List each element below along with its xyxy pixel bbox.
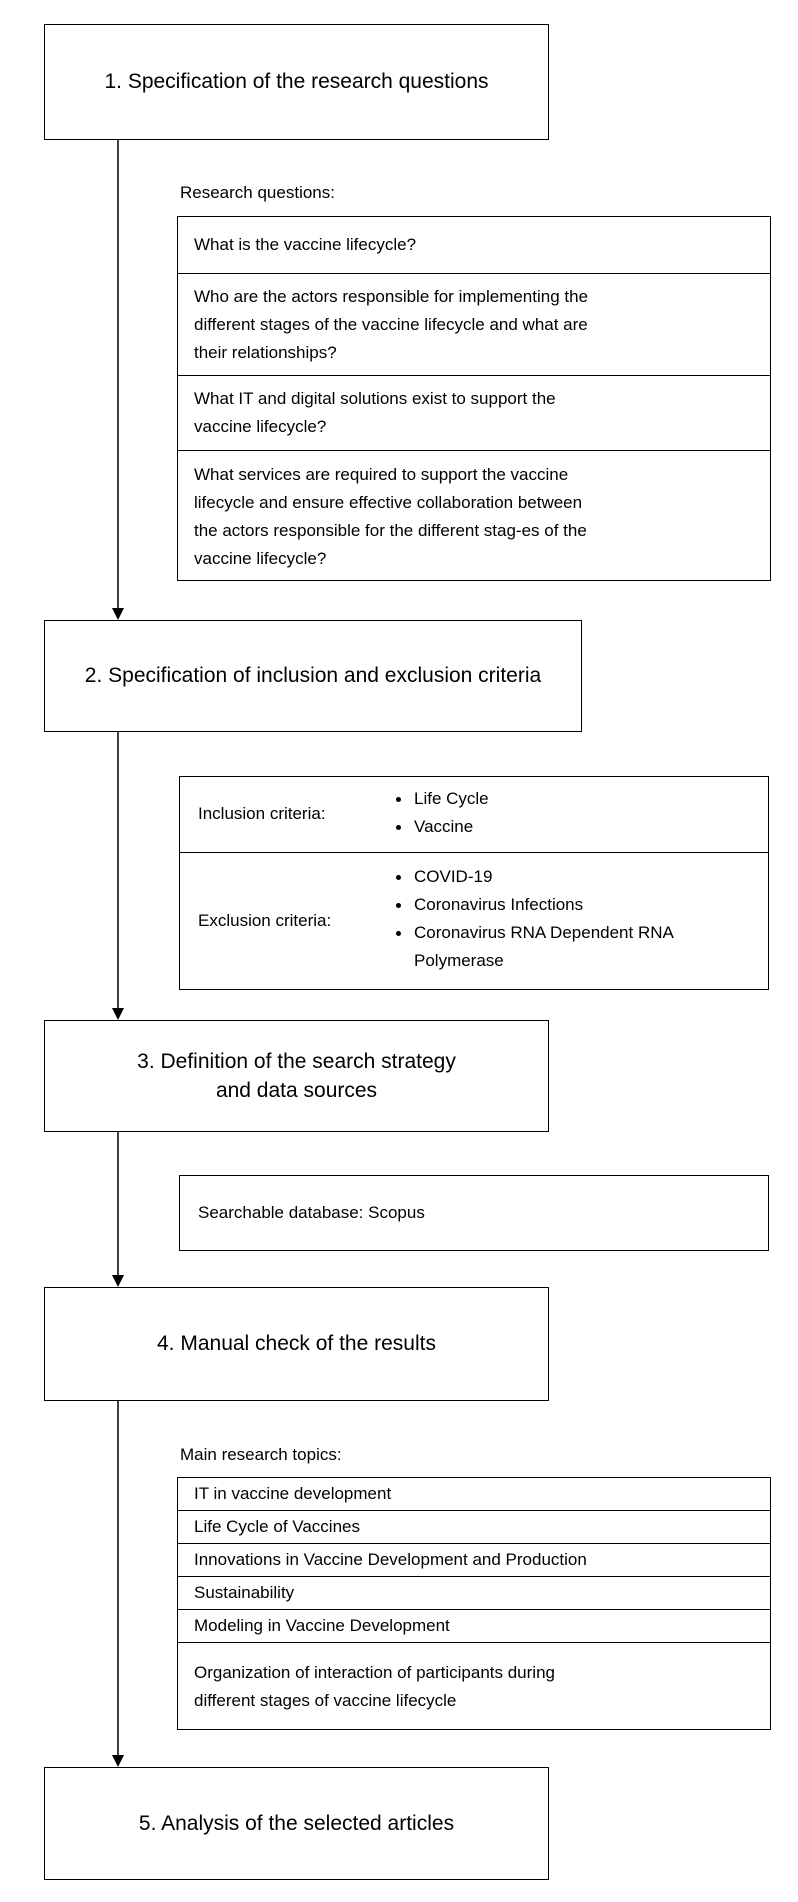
research-question-row-text-line: the actors responsible for the different… bbox=[194, 520, 587, 540]
research-question-row-text-line: What services are required to support th… bbox=[194, 464, 569, 484]
step-4-label: 4. Manual check of the results bbox=[157, 1332, 436, 1356]
step-4-box: 4. Manual check of the results bbox=[44, 1287, 549, 1401]
research-questions-table: What is the vaccine lifecycle? Who are th… bbox=[177, 216, 771, 581]
database-text: Searchable database: Scopus bbox=[198, 1203, 425, 1222]
research-question-row-text-line: What is the vaccine lifecycle? bbox=[194, 235, 417, 254]
research-question-row-text-line: their relationships? bbox=[194, 342, 337, 362]
criteria-item: Vaccine bbox=[392, 813, 489, 841]
criteria-item: Coronavirus Infections bbox=[392, 891, 674, 919]
step-3-label-line-1: 3. Definition of the search strategy bbox=[137, 1049, 456, 1073]
research-topic-row: Life Cycle of Vaccines bbox=[178, 1511, 770, 1544]
research-question-row-text-line: What IT and digital solutions exist to s… bbox=[194, 389, 556, 408]
inclusion-criteria-label: Inclusion criteria: bbox=[198, 804, 326, 823]
research-topic-row-text-line: Sustainability bbox=[194, 1583, 295, 1602]
criteria-item: Life Cycle bbox=[392, 785, 489, 813]
research-topic-row-text-line: Modeling in Vaccine Development bbox=[194, 1616, 450, 1635]
step-1-box: 1. Specification of the research questio… bbox=[44, 24, 549, 140]
research-question-row-text-line: different stages of the vaccine lifecycl… bbox=[194, 314, 588, 334]
database-box: Searchable database: Scopus bbox=[179, 1175, 769, 1251]
research-topic-row-text-line: Organization of interaction of participa… bbox=[194, 1663, 555, 1682]
research-topic-row-text-line: different stages of vaccine lifecycle bbox=[194, 1691, 457, 1710]
research-topic-row: Sustainability bbox=[178, 1577, 770, 1610]
criteria-item: COVID-19 bbox=[392, 863, 674, 891]
research-topic-row: Modeling in Vaccine Development bbox=[178, 1610, 770, 1643]
research-question-row-text-line: vaccine lifecycle? bbox=[194, 417, 327, 436]
step-3-label-line-2: and data sources bbox=[215, 1079, 378, 1102]
research-topic-row: Organization of interaction of participa… bbox=[178, 1643, 770, 1731]
research-topic-row-text-line: Innovations in Vaccine Development and P… bbox=[194, 1550, 587, 1569]
research-topic-row-text-line: IT in vaccine development bbox=[194, 1484, 392, 1503]
step-2-label: 2. Specification of inclusion and exclus… bbox=[84, 664, 542, 688]
research-question-row: What services are required to support th… bbox=[178, 451, 770, 582]
research-question-row: Who are the actors responsible for imple… bbox=[178, 274, 770, 376]
research-question-row-text-line: vaccine lifecycle? bbox=[194, 548, 327, 568]
research-question-row: What IT and digital solutions exist to s… bbox=[178, 376, 770, 451]
research-topic-row-text-line: Life Cycle of Vaccines bbox=[194, 1517, 360, 1536]
research-question-row-text-line: Who are the actors responsible for imple… bbox=[194, 286, 589, 306]
criteria-item: Polymerase bbox=[414, 951, 504, 970]
exclusion-criteria-label: Exclusion criteria: bbox=[198, 911, 332, 930]
research-questions-caption: Research questions: bbox=[180, 183, 335, 202]
research-question-row: What is the vaccine lifecycle? bbox=[178, 217, 770, 274]
research-question-row-text-line: lifecycle and ensure effective collabora… bbox=[194, 492, 583, 512]
research-topic-row: Innovations in Vaccine Development and P… bbox=[178, 1544, 770, 1577]
step-2-box: 2. Specification of inclusion and exclus… bbox=[44, 620, 582, 732]
research-topic-row: IT in vaccine development bbox=[178, 1478, 770, 1511]
step-1-label: 1. Specification of the research questio… bbox=[104, 70, 489, 94]
topics-caption: Main research topics: bbox=[180, 1445, 342, 1464]
step-5-box: 5. Analysis of the selected articles bbox=[44, 1767, 549, 1880]
step-5-label: 5. Analysis of the selected articles bbox=[138, 1811, 455, 1835]
step-3-box: 3. Definition of the search strategy and… bbox=[44, 1020, 549, 1132]
criteria-item: Coronavirus RNA Dependent RNA bbox=[392, 919, 674, 947]
